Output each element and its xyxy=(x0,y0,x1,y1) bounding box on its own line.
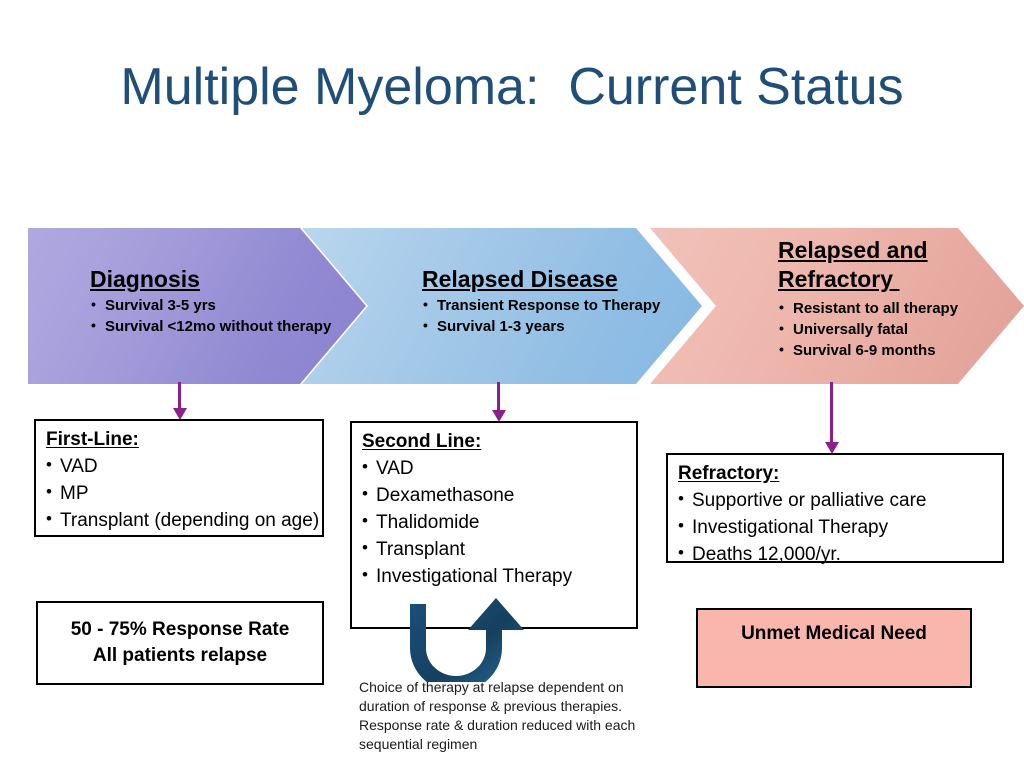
list-item: Supportive or palliative care xyxy=(678,485,1002,514)
stage-chevron-relapsed-and-refractory: Relapsed and Refractory Resistant to all… xyxy=(650,228,1024,384)
therapy-list-first-line: VAD MP Transplant (depending on age) xyxy=(46,451,322,534)
stage-content-diagnosis: Diagnosis Survival 3-5 yrs Survival <12m… xyxy=(90,266,331,337)
recycle-arrow-path xyxy=(410,598,524,692)
therapy-box-heading-first-line: First-Line: xyxy=(46,429,139,450)
down-arrow-icon-relapsed-to-second-line xyxy=(491,382,507,422)
therapy-list-second-line: VAD Dexamethasone Thalidomide Transplant… xyxy=(362,453,636,590)
stage-bullet: Survival 3-5 yrs xyxy=(90,294,331,316)
therapy-box-second-line: Second Line: VAD Dexamethasone Thalidomi… xyxy=(350,421,638,629)
stage-heading-relapsed-disease: Relapsed Disease xyxy=(422,266,618,292)
list-item: VAD xyxy=(46,451,322,480)
stage-heading-relapsed-and-refractory-line1: Relapsed and xyxy=(778,237,928,263)
stage-bullet: Survival <12mo without therapy xyxy=(90,315,331,337)
stage-heading-relapsed-and-refractory-line2: Refractory xyxy=(778,266,900,292)
note-line: sequential regimen xyxy=(359,736,478,752)
note-line: Response rate & duration reduced with ea… xyxy=(359,717,636,733)
arrow-head xyxy=(492,410,506,422)
unmet-medical-need-box: Unmet Medical Need xyxy=(696,608,972,688)
note-line: Choice of therapy at relapse dependent o… xyxy=(359,679,624,695)
down-arrow-icon-refractory-to-refractory-box xyxy=(824,382,840,454)
stage-heading-diagnosis: Diagnosis xyxy=(90,266,200,292)
list-item: Dexamethasone xyxy=(362,480,636,509)
therapy-box-inner: Second Line: VAD Dexamethasone Thalidomi… xyxy=(352,423,636,590)
note-line: duration of response & previous therapie… xyxy=(359,698,623,714)
relapse-cycle-arrow-icon xyxy=(396,586,536,692)
list-item: Transplant xyxy=(362,534,636,563)
list-item: VAD xyxy=(362,453,636,482)
stage-bullet: Survival 1-3 years xyxy=(422,315,660,337)
stage-bullet: Transient Response to Therapy xyxy=(422,294,660,316)
list-item: Deaths 12,000/yr. xyxy=(678,539,1002,568)
stage-content-relapsed-disease: Relapsed Disease Transient Response to T… xyxy=(422,266,660,337)
unmet-medical-need-label: Unmet Medical Need xyxy=(741,623,927,644)
therapy-box-refractory: Refractory: Supportive or palliative car… xyxy=(666,453,1004,566)
list-item: Transplant (depending on age) xyxy=(46,505,322,534)
list-item: MP xyxy=(46,478,322,507)
stage-bullets-relapsed-and-refractory: Resistant to all therapy Universally fat… xyxy=(778,297,958,361)
response-rate-box: 50 - 75% Response Rate All patients rela… xyxy=(36,601,324,685)
therapy-box-heading-refractory: Refractory: xyxy=(678,463,780,484)
therapy-box-heading-second-line: Second Line: xyxy=(362,431,482,452)
therapy-box-first-line: First-Line: VAD MP Transplant (depending… xyxy=(34,419,324,537)
down-arrow-icon-diagnosis-to-first-line xyxy=(172,382,188,420)
disease-stage-band: Diagnosis Survival 3-5 yrs Survival <12m… xyxy=(0,228,1024,384)
list-item: Investigational Therapy xyxy=(362,561,636,590)
response-rate-line-1: 50 - 75% Response Rate xyxy=(70,619,290,640)
therapy-box-inner: Refractory: Supportive or palliative car… xyxy=(668,455,1002,568)
arrow-shaft xyxy=(497,382,500,411)
arrow-head xyxy=(825,442,839,454)
response-rate-line-2: All patients relapse xyxy=(92,645,268,666)
relapse-cycle-arrow-svg xyxy=(410,598,524,692)
arrow-shaft xyxy=(178,382,181,409)
list-item: Investigational Therapy xyxy=(678,512,1002,541)
page-title: Multiple Myeloma: Current Status xyxy=(120,58,904,116)
stage-chevron-diagnosis: Diagnosis Survival 3-5 yrs Survival <12m… xyxy=(28,228,366,384)
list-item: Thalidomide xyxy=(362,507,636,536)
therapy-box-inner: First-Line: VAD MP Transplant (depending… xyxy=(36,421,322,534)
stage-bullets-diagnosis: Survival 3-5 yrs Survival <12mo without … xyxy=(90,294,331,337)
arrow-head xyxy=(173,408,187,420)
therapy-list-refractory: Supportive or palliative care Investigat… xyxy=(678,485,1002,568)
stage-bullet: Survival 6-9 months xyxy=(778,339,958,361)
stage-bullets-relapsed-disease: Transient Response to Therapy Survival 1… xyxy=(422,294,660,337)
relapse-therapy-note: Choice of therapy at relapse dependent o… xyxy=(359,678,659,754)
arrow-shaft xyxy=(830,382,833,443)
stage-content-relapsed-and-refractory: Relapsed and Refractory Resistant to all… xyxy=(778,236,958,361)
stage-bullet: Universally fatal xyxy=(778,318,958,340)
stage-bullet: Resistant to all therapy xyxy=(778,297,958,319)
stage-chevron-relapsed-disease: Relapsed Disease Transient Response to T… xyxy=(302,228,702,384)
